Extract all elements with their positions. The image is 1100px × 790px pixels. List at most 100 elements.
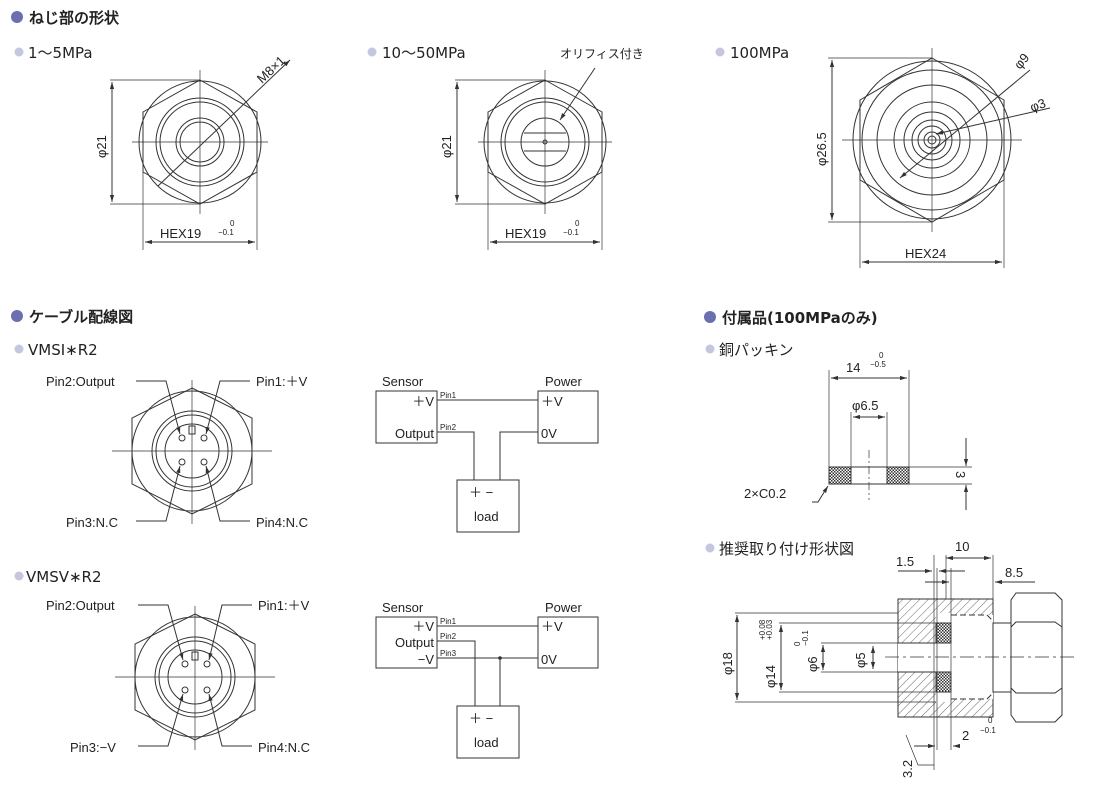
sub-bullet-icon: [14, 47, 24, 57]
sensor-label: Sensor: [382, 374, 424, 389]
dim-phi9: φ9: [1011, 50, 1033, 72]
sub-bullet-icon: [705, 543, 715, 553]
dim-phi3: φ3: [1028, 95, 1048, 114]
dim-depth-10: 10: [955, 539, 969, 554]
section-bullet-icon: [704, 311, 716, 323]
tol-upper: 0: [793, 641, 802, 646]
section-accessory: 付属品(100MPaのみ) 銅パッキン 14 0 −0.5 φ6.5 3 2×C…: [704, 309, 1075, 778]
variant-label: 100MPa: [730, 44, 789, 62]
tol-lower: −0.1: [218, 228, 234, 237]
wire-pin3: Pin3: [440, 649, 457, 658]
load-polarity: ＋ −: [469, 485, 493, 500]
dim-2: 2: [962, 728, 969, 743]
pin1-label: Pin1:＋V: [256, 374, 308, 389]
dim-phi18: φ18: [720, 652, 735, 675]
dim-chamfer: 2×C0.2: [744, 486, 786, 501]
hex-end-view: [828, 48, 1051, 268]
power-label: Power: [545, 600, 583, 615]
tol-lower: −0.1: [801, 630, 810, 646]
sub-bullet-icon: [14, 571, 24, 581]
dim-diameter: φ21: [439, 135, 454, 158]
tol-lower: +0.03: [765, 619, 774, 640]
dim-hex: HEX19: [160, 226, 201, 241]
section-thread-shape: ねじ部の形状 1～5MPa φ21 M8×1 HEX19 0 −0.1 10～5…: [11, 9, 1051, 268]
sensor-pv: ＋V: [412, 619, 434, 634]
pin1-label: Pin1:＋V: [258, 598, 310, 613]
hex-end-view: [454, 67, 612, 250]
wiring-diagram-a: Sensor Power ＋V Output ＋V 0V Pin1 Pin2 ＋…: [375, 374, 599, 533]
section-bullet-icon: [11, 310, 23, 322]
section-title: 付属品(100MPaのみ): [722, 309, 878, 327]
power-pv: ＋V: [541, 394, 563, 409]
tol-upper: +0.08: [758, 619, 767, 640]
pin2-label: Pin2:Output: [46, 374, 115, 389]
pin4-label: Pin4:N.C: [258, 740, 310, 755]
dim-8-5: 8.5: [1005, 565, 1023, 580]
dim-1-5: 1.5: [896, 554, 914, 569]
packing-label: 銅パッキン: [719, 341, 794, 359]
thread-1-5mpa: 1～5MPa φ21 M8×1 HEX19 0 −0.1: [14, 44, 291, 250]
sub-bullet-icon: [14, 344, 24, 354]
tol-lower: −0.1: [980, 726, 996, 735]
section-bullet-icon: [11, 11, 23, 23]
sensor-output: Output: [395, 426, 434, 441]
dim-hex: HEX19: [505, 226, 546, 241]
thread-10-50mpa: 10～50MPa オリフィス付き φ21 HEX19 0 −0.1: [367, 44, 644, 250]
junction-dot: [498, 656, 502, 660]
power-0v: 0V: [541, 652, 557, 667]
dim-hex: HEX24: [905, 246, 946, 261]
power-0v: 0V: [541, 426, 557, 441]
dim-phi14: φ14: [763, 665, 778, 688]
sensor-output: Output: [395, 635, 434, 650]
copper-packing-section: [812, 370, 972, 510]
orifice-note: オリフィス付き: [560, 47, 644, 61]
section-wiring: ケーブル配線図 VMSI∗R2 Pin2:Output Pin1:＋V Pin3…: [11, 308, 599, 759]
pin3-label: Pin3:N.C: [66, 515, 118, 530]
dim-diameter: φ26.5: [814, 132, 829, 166]
load-polarity: ＋ −: [469, 711, 493, 726]
wire-pin1: Pin1: [440, 391, 457, 400]
dim-thread: M8×1: [254, 53, 288, 86]
wire-pin1: Pin1: [440, 617, 457, 626]
sub-bullet-icon: [367, 47, 377, 57]
tol-upper: 0: [575, 219, 580, 228]
dim-diameter: φ21: [94, 135, 109, 158]
sensor-label: Sensor: [382, 600, 424, 615]
power-pv: ＋V: [541, 619, 563, 634]
connector-b-pinout: [115, 604, 275, 750]
dim-width: 14: [846, 360, 860, 375]
mount-title: 推奨取り付け形状図: [719, 540, 854, 558]
sub-bullet-icon: [715, 47, 725, 57]
tol-upper: 0: [988, 716, 993, 725]
tol-lower: −0.5: [870, 360, 886, 369]
tol-lower: −0.1: [563, 228, 579, 237]
tol-upper: 0: [879, 351, 884, 360]
model-label: VMSV∗R2: [26, 568, 102, 586]
surface-roughness: 3.2: [900, 760, 915, 778]
dim-thickness: 3: [953, 471, 968, 478]
power-label: Power: [545, 374, 583, 389]
thread-100mpa: 100MPa φ9 φ3 φ26.5 HEX24: [715, 44, 1051, 268]
dim-inner-dia: φ6.5: [852, 398, 879, 413]
pin4-label: Pin4:N.C: [256, 515, 308, 530]
connector-a-pinout: [112, 380, 272, 524]
hex-end-view: [109, 59, 291, 250]
load-label: load: [474, 735, 499, 750]
dim-phi6: φ6: [805, 656, 820, 672]
dim-phi5: φ5: [853, 652, 868, 668]
variant-label: 1～5MPa: [28, 44, 93, 62]
section-title: ケーブル配線図: [29, 308, 133, 326]
pin2-label: Pin2:Output: [46, 598, 115, 613]
load-label: load: [474, 509, 499, 524]
sensor-mv: −V: [418, 652, 435, 667]
tol-upper: 0: [230, 219, 235, 228]
model-label: VMSI∗R2: [28, 341, 98, 359]
wire-pin2: Pin2: [440, 423, 457, 432]
mounting-section-view: [734, 555, 1075, 770]
variant-label: 10～50MPa: [382, 44, 466, 62]
wiring-diagram-b: Sensor Power ＋V Output −V ＋V 0V Pin1 Pin…: [375, 600, 599, 759]
sensor-pv: ＋V: [412, 394, 434, 409]
pin3-label: Pin3:−V: [70, 740, 116, 755]
section-title: ねじ部の形状: [29, 9, 120, 27]
